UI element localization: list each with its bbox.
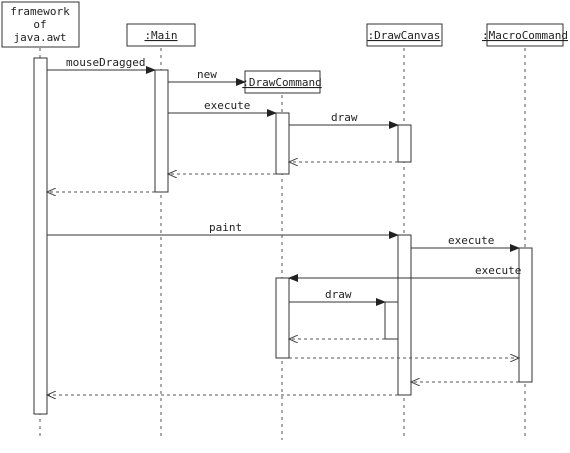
message-draw-1-label: draw [331,111,358,124]
participant-main: :Main [126,23,196,47]
activation-drawcanvas-1 [397,124,412,163]
activation-framework [33,57,48,415]
participant-drawcanvas: :DrawCanvas [366,23,443,47]
message-execute-1-label: execute [204,99,250,112]
participant-macrocommand: :MacroCommand [482,23,568,47]
participant-framework: framework of java.awt [1,1,80,48]
participant-drawcommand: :DrawCommand [242,70,322,94]
message-paint: paint [47,221,399,239]
participant-framework-line-1: framework [10,5,70,18]
message-new-label: new [197,68,217,81]
participant-main-label: :Main [144,29,177,42]
activation-drawcommand-2 [275,277,290,359]
message-paint-label: paint [209,221,242,234]
message-new: new [168,68,246,86]
activation-drawcanvas-nested [384,301,399,340]
message-mousedragged-label: mouseDragged [66,56,145,69]
activation-drawcommand-1 [275,112,290,175]
activation-main [154,69,169,193]
message-draw-2-label: draw [325,288,352,301]
message-execute-3: execute [288,264,521,282]
activation-macrocommand [518,247,533,383]
message-execute-2: execute [411,234,520,252]
message-execute-3-label: execute [475,264,521,277]
participant-drawcanvas-label: :DrawCanvas [368,29,441,42]
participant-drawcommand-label: :DrawCommand [242,76,321,89]
message-draw-2: draw [289,288,386,306]
participant-macrocommand-label: :MacroCommand [482,29,568,42]
participant-framework-line-3: java.awt [14,31,67,44]
message-draw-1: draw [289,111,399,129]
message-execute-1: execute [168,99,277,117]
message-execute-2-label: execute [448,234,494,247]
participant-framework-line-2: of [33,18,46,31]
activation-drawcanvas-2 [397,234,412,396]
message-mousedragged: mouseDragged [47,56,156,74]
